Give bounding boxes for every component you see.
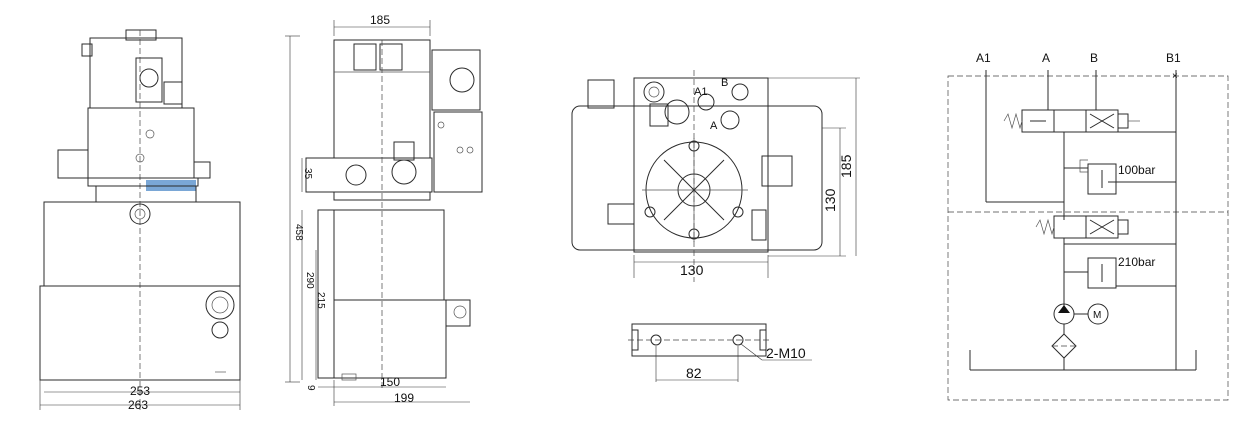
port-label-a1: A1 [694,86,707,98]
front-sight-glass [205,290,235,320]
top-breather [587,79,615,109]
front-connector [57,149,89,179]
schematic-port-a1: A1 [976,51,991,65]
side-dim-185: 185 [370,13,390,27]
svg-text:×: × [1172,71,1178,82]
side-tank-lower [333,299,447,379]
side-dim-150: 150 [380,375,400,389]
top-valve-plate [633,77,769,253]
relief-valve-100bar: 100bar [1079,159,1155,195]
side-view: 185 458 35 290 215 9 [285,13,483,406]
relief-label-210bar: 210bar [1118,255,1155,269]
front-dim-263: 263 [128,398,148,412]
top-dim-185: 185 [838,154,854,178]
bracket-view: 82 2-M10 [628,323,812,382]
schematic-boundary [947,75,1229,401]
side-dim-215: 215 [315,292,326,309]
side-dim-458: 458 [293,224,304,241]
bracket-thread: 2-M10 [766,345,806,361]
front-manifold-block [87,107,195,179]
top-tank-outline [571,105,823,251]
hydraulic-schematic: A1 A B B1 × [947,51,1229,401]
side-manifold [305,157,433,193]
side-dim-199: 199 [394,391,414,405]
top-dim-130-depth: 130 [822,188,838,212]
directional-valve-lower [1035,215,1129,239]
front-dim-253: 253 [130,384,150,398]
front-solenoid [135,57,163,103]
front-tank-upper [43,201,241,287]
relief-label-100bar: 100bar [1118,163,1155,177]
schematic-port-b1: B1 [1166,51,1181,65]
directional-valve-upper [1003,109,1140,133]
port-label-b: B [721,77,728,89]
motor-label: M [1093,310,1101,321]
schematic-port-a: A [1042,51,1050,65]
top-connector [761,155,793,187]
port-label-a: A [710,120,718,132]
front-view: 253 263 [39,29,241,412]
motor-symbol [1087,303,1109,325]
side-dim-9: 9 [305,385,316,391]
top-view: A1 B A 130 130 185 [571,70,860,282]
schematic-port-b: B [1090,51,1098,65]
side-dim-290: 290 [304,272,315,289]
relief-valve-210bar: 210bar [1064,255,1176,289]
side-tank-upper [333,209,445,301]
side-solenoid [431,49,481,111]
top-dim-130-width: 130 [680,262,704,278]
side-dim-35: 35 [302,168,313,180]
bracket-dim-82: 82 [686,365,702,381]
front-tank-lower [39,285,241,381]
